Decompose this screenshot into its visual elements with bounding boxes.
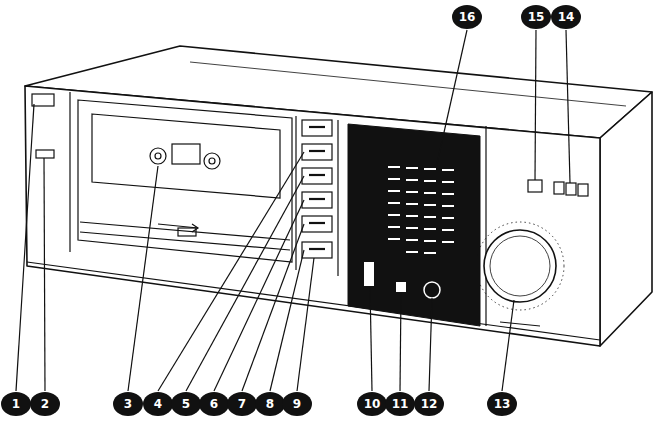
- callout-number: 12: [414, 392, 444, 416]
- callout-number: 7: [227, 392, 257, 416]
- callout-number: 2: [30, 392, 60, 416]
- callout-number: 8: [255, 392, 285, 416]
- callout-number: 1: [1, 392, 31, 416]
- callout-number: 3: [113, 392, 143, 416]
- callout-number: 15: [521, 5, 551, 29]
- callout-number: 11: [385, 392, 415, 416]
- callout-number: 16: [452, 5, 482, 29]
- callout-number: 13: [487, 392, 517, 416]
- callout-number: 10: [357, 392, 387, 416]
- callout-number: 5: [171, 392, 201, 416]
- callout-number: 6: [199, 392, 229, 416]
- callout-number: 14: [551, 5, 581, 29]
- callout-number: 9: [282, 392, 312, 416]
- callout-number: 4: [143, 392, 173, 416]
